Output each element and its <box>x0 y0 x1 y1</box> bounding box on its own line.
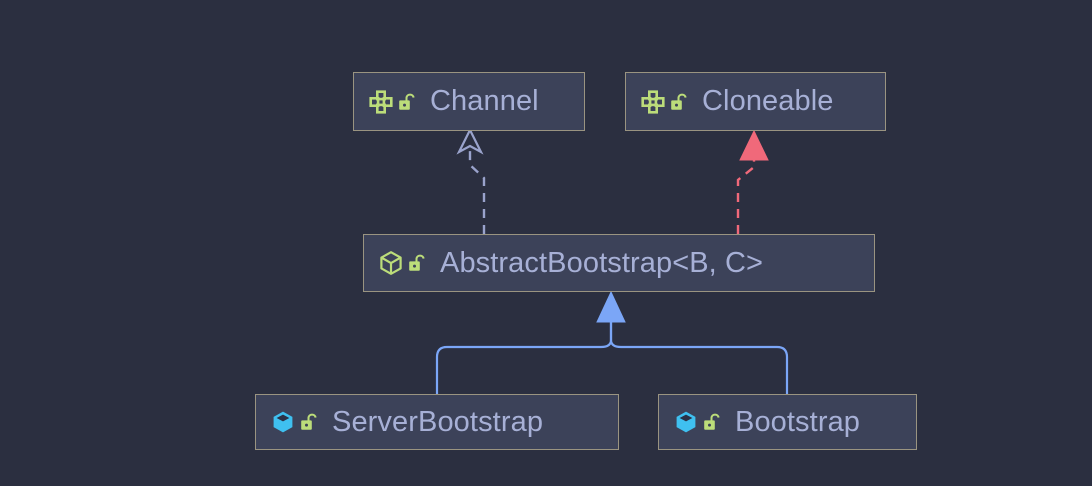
edge-line-serverbootstrap <box>435 320 613 396</box>
interface-icon <box>369 89 393 114</box>
interface-icon <box>641 89 665 114</box>
class-node-server-bootstrap[interactable]: ServerBootstrap <box>255 394 619 450</box>
class-node-cloneable[interactable]: Cloneable <box>625 72 886 131</box>
edge-line-channel <box>468 145 486 234</box>
unlocked-padlock-icon <box>409 254 425 271</box>
arrowhead-hollow-channel <box>456 127 484 155</box>
class-cube-icon <box>676 411 696 433</box>
edge-line-cloneable <box>736 160 756 234</box>
class-node-label: Cloneable <box>702 85 834 117</box>
class-node-label: Bootstrap <box>735 405 861 438</box>
edge-abstract-implements-cloneable[interactable] <box>736 129 769 234</box>
unlocked-padlock-icon <box>301 413 317 430</box>
edge-abstract-implements-channel[interactable] <box>456 127 486 234</box>
edge-generalization-group[interactable] <box>435 290 789 396</box>
class-cube-icon <box>273 411 293 433</box>
class-node-label: Channel <box>430 85 539 117</box>
arrowhead-filled-cloneable <box>739 129 769 161</box>
class-node-channel[interactable]: Channel <box>353 72 585 131</box>
class-node-abstract-bootstrap[interactable]: AbstractBootstrap<B, C> <box>363 234 875 292</box>
class-node-bootstrap[interactable]: Bootstrap <box>658 394 917 450</box>
class-node-label: AbstractBootstrap<B, C> <box>440 246 764 279</box>
arrowhead-filled-generalization <box>596 290 626 323</box>
edge-line-bootstrap <box>609 320 789 396</box>
unlocked-padlock-icon <box>704 413 720 430</box>
abstract-class-cube-icon <box>380 251 402 275</box>
class-node-label: ServerBootstrap <box>332 405 544 438</box>
unlocked-padlock-icon <box>399 93 415 110</box>
unlocked-padlock-icon <box>671 93 687 110</box>
